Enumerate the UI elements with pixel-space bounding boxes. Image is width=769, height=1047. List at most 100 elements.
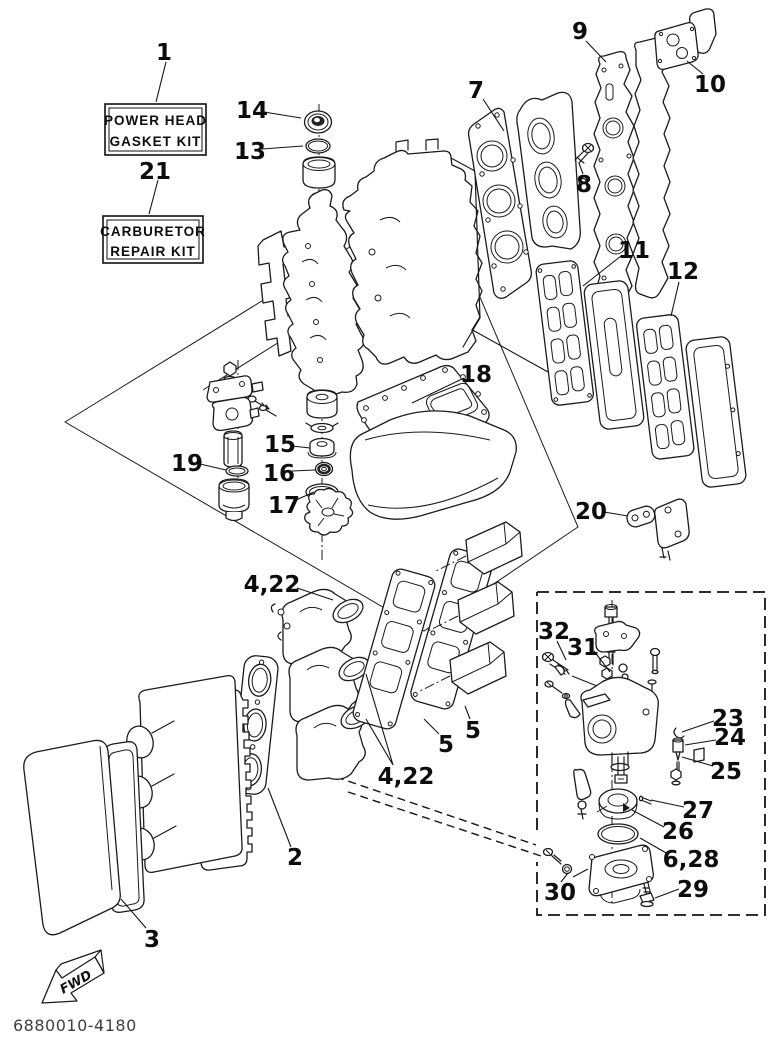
callout-18: 18 bbox=[411, 362, 492, 404]
callout-20: 20 bbox=[575, 499, 629, 525]
exhaust-outer-cover-part12 bbox=[685, 336, 747, 488]
oring-part19 bbox=[225, 465, 249, 477]
carb-fuel-fitting bbox=[573, 768, 592, 820]
callout-32-number: 32 bbox=[538, 619, 570, 645]
callout-17: 17 bbox=[268, 491, 315, 519]
callout-19: 19 bbox=[171, 451, 227, 477]
carb-main-jet bbox=[614, 756, 628, 784]
power-head-kit-line1: POWER HEAD bbox=[104, 113, 207, 128]
small-gasket-part10 bbox=[654, 8, 717, 71]
thermostat-parts-part20 bbox=[626, 498, 690, 561]
carburetor-kit-label-box: CARBURETOR REPAIR KIT bbox=[100, 215, 206, 264]
small-screws bbox=[247, 395, 277, 417]
piston-cap bbox=[302, 156, 336, 189]
callout-19-number: 19 bbox=[171, 451, 203, 477]
cylinder-block bbox=[342, 138, 483, 365]
callout-16: 16 bbox=[263, 461, 316, 487]
callout-12: 12 bbox=[667, 259, 699, 317]
callout-15: 15 bbox=[264, 432, 311, 458]
callout-26-number: 26 bbox=[662, 819, 694, 845]
exhaust-cover-part11 bbox=[583, 280, 645, 430]
callout-4-22-bottom: 4,22 bbox=[365, 673, 435, 790]
callout-30-number: 30 bbox=[544, 880, 576, 906]
callout-2: 2 bbox=[267, 787, 303, 871]
callout-10: 10 bbox=[686, 60, 726, 98]
needle-valve-parts bbox=[670, 727, 705, 786]
carb-top-gasket bbox=[594, 620, 641, 653]
callout-3-number: 3 bbox=[144, 927, 160, 953]
cup-housing bbox=[218, 478, 250, 522]
bolt-part8 bbox=[574, 142, 595, 192]
callout-4-22-bottom-number: 4,22 bbox=[378, 764, 435, 790]
callout-21-number: 21 bbox=[139, 159, 171, 185]
callout-5-right-number: 5 bbox=[465, 718, 481, 744]
pump-bracket bbox=[211, 396, 260, 432]
tab-washer bbox=[305, 422, 339, 434]
callout-2-number: 2 bbox=[287, 845, 303, 871]
callout-27: 27 bbox=[650, 798, 714, 824]
callout-5-right: 5 bbox=[464, 705, 481, 744]
inner-cover-plate-part9 bbox=[593, 50, 635, 308]
callout-12-number: 12 bbox=[667, 259, 699, 285]
callout-11-number: 11 bbox=[618, 238, 650, 264]
drawing-code: 6880010-4180 bbox=[13, 1016, 137, 1035]
drain-bolt-part29 bbox=[639, 882, 655, 908]
callout-14-number: 14 bbox=[236, 98, 268, 124]
callouts-layer: 1 21 14 13 7 9 10 8 bbox=[120, 19, 746, 953]
carburetor-kit-line1: CARBURETOR bbox=[100, 224, 206, 239]
exhaust-gasket-part11 bbox=[535, 260, 594, 406]
float-bowl bbox=[588, 844, 654, 904]
callout-25: 25 bbox=[681, 756, 742, 785]
silencer-cover bbox=[23, 739, 121, 936]
callout-21: 21 bbox=[139, 159, 171, 215]
carburetor-detail-box bbox=[536, 591, 766, 916]
callout-18-number: 18 bbox=[460, 362, 492, 388]
crankcase-block-drawing bbox=[257, 110, 483, 398]
head-gasket-part7 bbox=[467, 107, 533, 299]
bolt-holes bbox=[475, 112, 529, 292]
collar-part15 bbox=[307, 437, 337, 459]
callout-15-number: 15 bbox=[264, 432, 296, 458]
callout-31-number: 31 bbox=[567, 635, 599, 661]
carburetor-detail-group bbox=[541, 604, 705, 908]
callout-16-number: 16 bbox=[263, 461, 295, 487]
callout-14: 14 bbox=[236, 98, 302, 124]
callout-17-number: 17 bbox=[268, 493, 300, 519]
power-head-kit-label-box: POWER HEAD GASKET KIT bbox=[104, 103, 207, 156]
water-pump-stack bbox=[304, 389, 354, 536]
carburetor-kit-line2: REPAIR KIT bbox=[110, 244, 196, 259]
pump-housing-drum bbox=[306, 389, 338, 419]
callout-5-left-number: 5 bbox=[438, 732, 454, 758]
callout-25-number: 25 bbox=[710, 759, 742, 785]
callout-9-number: 9 bbox=[572, 19, 588, 45]
callout-4-22-top: 4,22 bbox=[244, 572, 334, 601]
carb-screw-small bbox=[544, 680, 571, 700]
power-head-kit-line2: GASKET KIT bbox=[110, 134, 202, 149]
callout-7: 7 bbox=[468, 78, 505, 132]
bowl-gasket-part6-28 bbox=[597, 823, 639, 845]
callout-30: 30 bbox=[544, 868, 589, 906]
callout-32: 32 bbox=[538, 619, 570, 661]
impeller bbox=[304, 487, 354, 536]
exhaust-pan-cover bbox=[349, 410, 517, 520]
crankshaft-assembly bbox=[281, 188, 365, 398]
float-part26 bbox=[596, 788, 638, 820]
callout-9: 9 bbox=[572, 19, 607, 63]
callout-27-number: 27 bbox=[682, 798, 714, 824]
callout-10-number: 10 bbox=[694, 72, 726, 98]
callout-4-22-top-number: 4,22 bbox=[244, 572, 301, 598]
cylinder-head-cover bbox=[516, 91, 581, 250]
callout-8: 8 bbox=[576, 162, 592, 198]
callout-13-number: 13 bbox=[234, 139, 266, 165]
reed-valve-blocks bbox=[417, 521, 523, 695]
callout-6-28-number: 6,28 bbox=[663, 847, 720, 873]
air-silencer-group bbox=[23, 674, 253, 936]
filter-cylinder bbox=[223, 430, 243, 468]
callout-1-number: 1 bbox=[156, 40, 172, 66]
callout-5-left: 5 bbox=[423, 718, 454, 758]
bearing-part14 bbox=[303, 110, 333, 134]
callout-31: 31 bbox=[567, 635, 611, 673]
callout-1: 1 bbox=[155, 40, 172, 103]
